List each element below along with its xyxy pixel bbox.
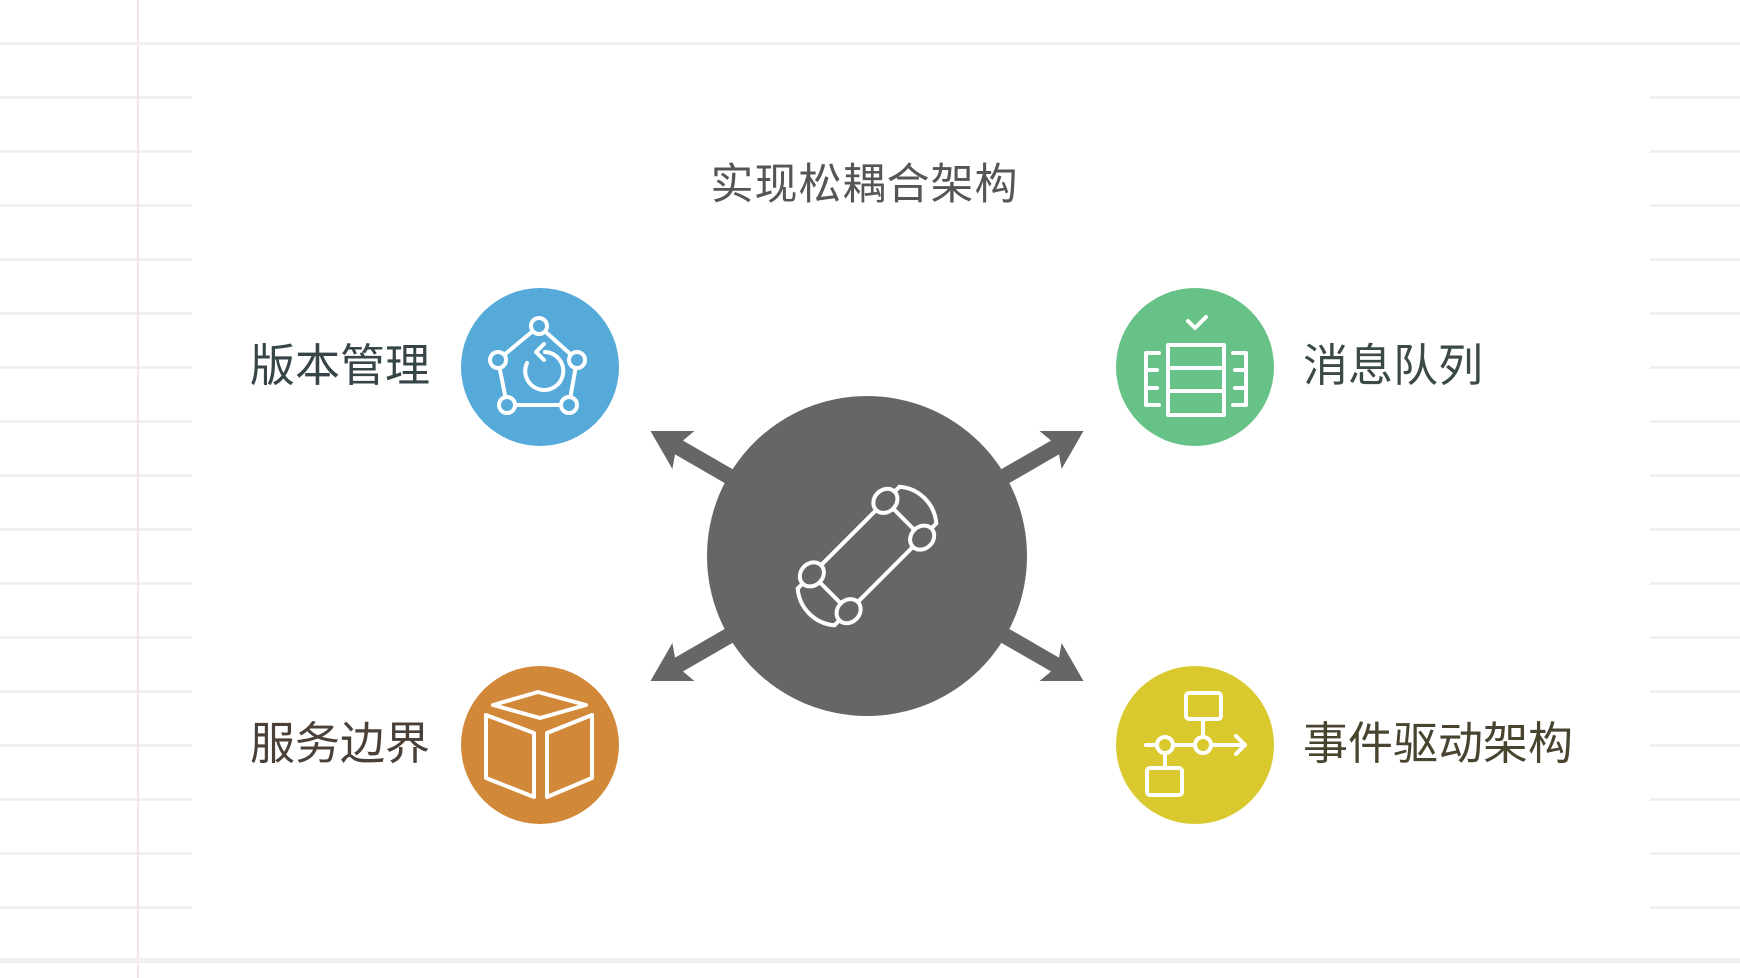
center-hub (707, 396, 1027, 716)
node-version-management (461, 288, 619, 446)
node-event-driven-architecture (1116, 666, 1274, 824)
label-service-boundary: 服务边界 (250, 717, 431, 770)
pentagon-refresh-icon (488, 316, 587, 415)
box-icon (484, 690, 594, 799)
notebook-margin-line (137, 0, 139, 978)
ruled-line-top (0, 42, 1740, 45)
node-message-queue (1116, 288, 1274, 446)
label-version-management: 版本管理 (250, 339, 431, 392)
event-flow-icon (1144, 691, 1247, 797)
label-message-queue: 消息队列 (1303, 339, 1484, 392)
queue-check-icon (1144, 315, 1248, 417)
node-service-boundary (461, 666, 619, 824)
diagram-title: 实现松耦合架构 (710, 160, 1019, 210)
skateboard-icon (795, 484, 939, 628)
ruled-line-bottom (0, 958, 1740, 961)
label-event-driven-architecture: 事件驱动架构 (1303, 717, 1574, 770)
